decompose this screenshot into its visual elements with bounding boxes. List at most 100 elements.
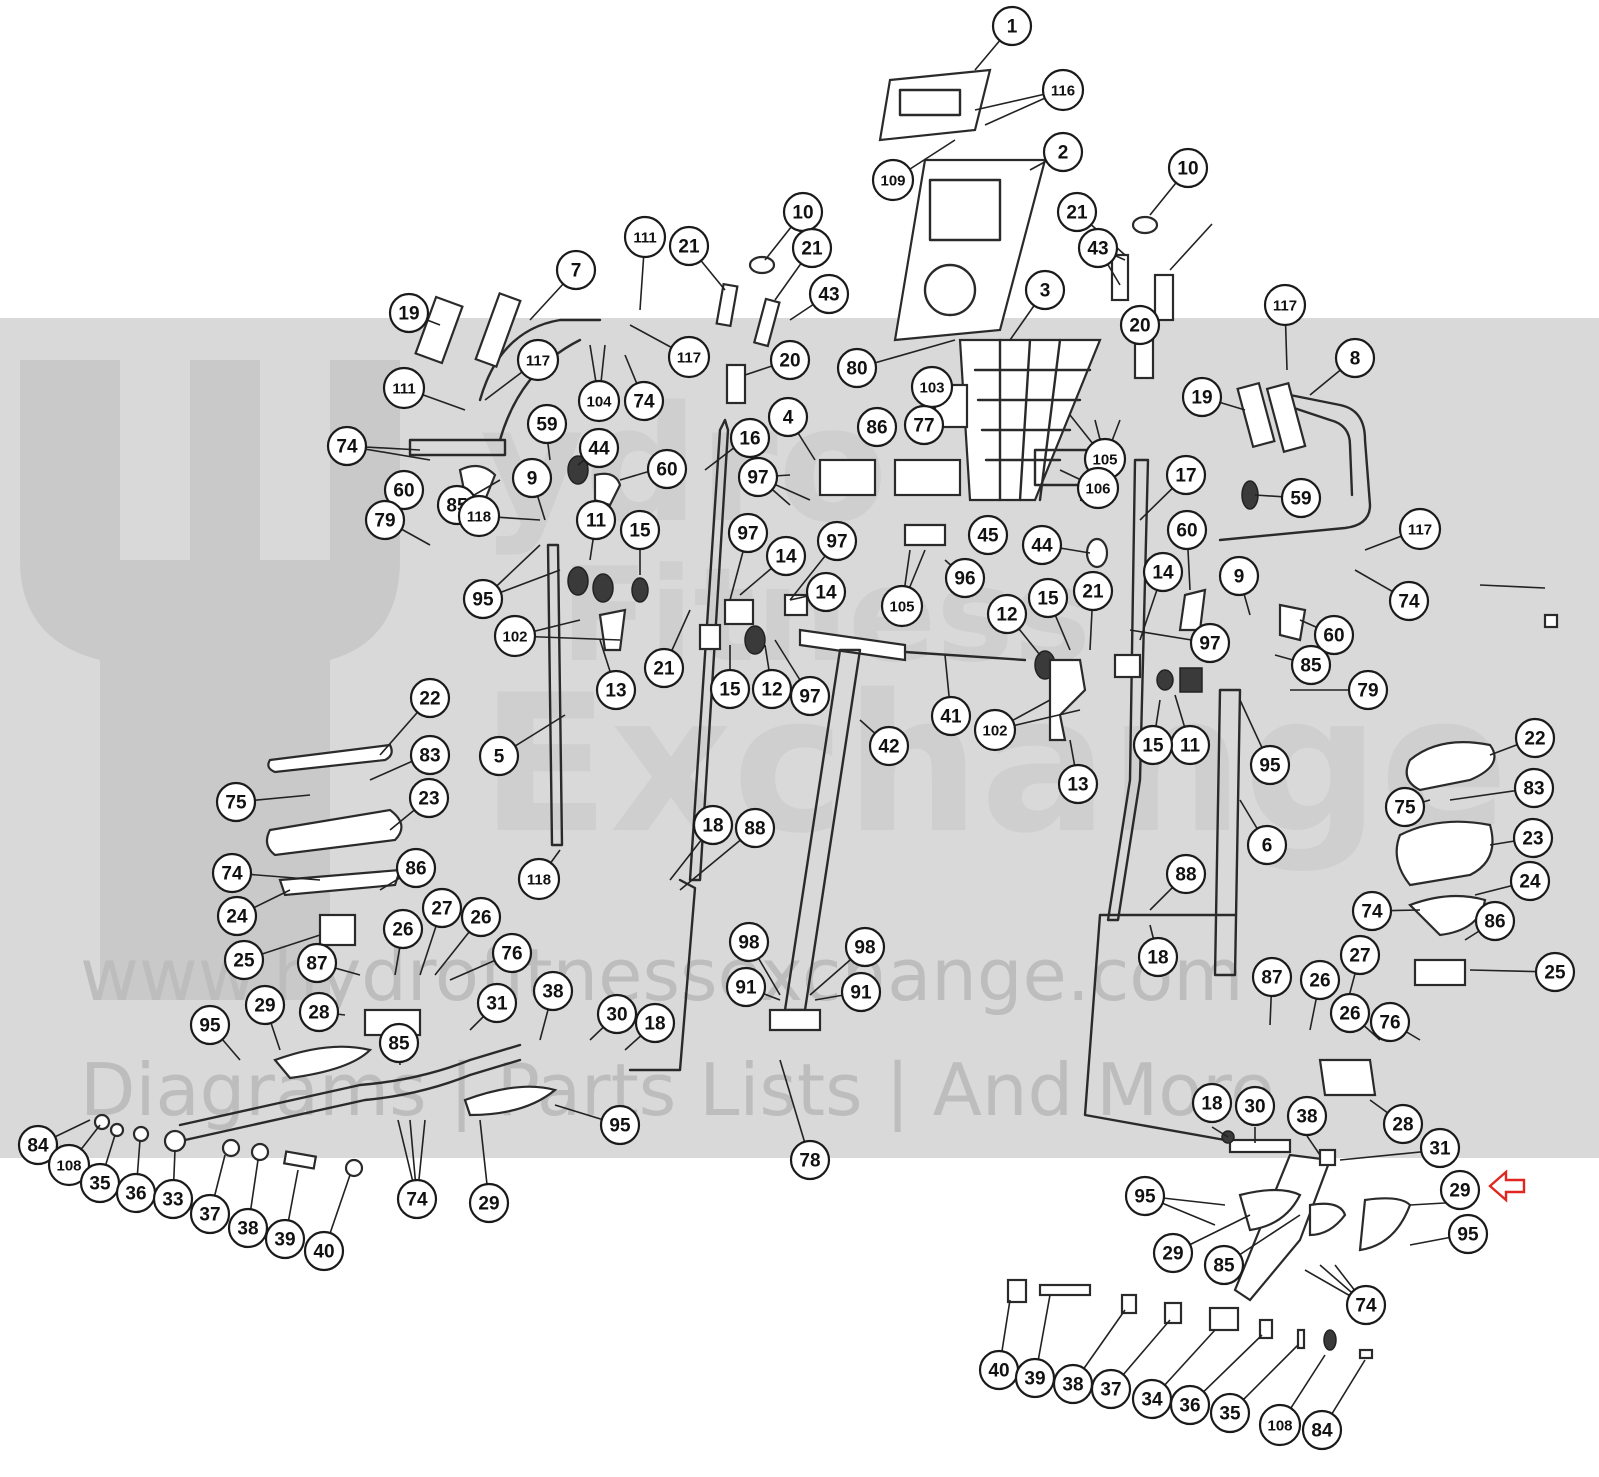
callout-label: 103 xyxy=(919,380,944,397)
callout-label: 29 xyxy=(478,1194,499,1215)
callout-label: 9 xyxy=(1234,567,1245,588)
callout-label: 25 xyxy=(233,951,255,972)
callout-95: 95 xyxy=(462,578,504,620)
callout-circle xyxy=(1534,951,1576,993)
callout-108: 108 xyxy=(1258,1403,1302,1447)
callout-circle xyxy=(791,227,833,269)
callout-3: 3 xyxy=(1024,269,1066,311)
callout-circle xyxy=(1181,376,1223,418)
callout-59: 59 xyxy=(526,403,568,445)
callout-85: 85 xyxy=(1203,1244,1245,1286)
callout-15: 15 xyxy=(1132,724,1174,766)
callout-74: 74 xyxy=(211,852,253,894)
callout-circle xyxy=(1191,1082,1233,1124)
callout-label: 97 xyxy=(737,524,758,545)
callout-label: 84 xyxy=(27,1136,49,1157)
callout-104: 104 xyxy=(577,379,621,423)
callout-83: 83 xyxy=(1513,767,1555,809)
callout-87: 87 xyxy=(296,942,338,984)
callout-11: 11 xyxy=(1169,724,1211,766)
callout-label: 15 xyxy=(1142,736,1164,757)
callout-label: 12 xyxy=(996,605,1017,626)
callout-79: 79 xyxy=(1347,669,1389,711)
pointer-arrow xyxy=(1488,1169,1526,1203)
callout-95: 95 xyxy=(1124,1175,1166,1217)
callout-78: 78 xyxy=(789,1139,831,1181)
callout-circle xyxy=(737,456,779,498)
callout-label: 85 xyxy=(1213,1256,1235,1277)
callout-circle xyxy=(364,499,406,541)
callout-117: 117 xyxy=(1263,283,1307,327)
right-frame xyxy=(1083,913,1237,1142)
callout-label: 97 xyxy=(747,468,768,489)
callout-label: 9 xyxy=(527,469,538,490)
callout-circle xyxy=(1249,744,1291,786)
callout-label: 18 xyxy=(1147,948,1168,969)
callout-74: 74 xyxy=(396,1178,438,1220)
callout-9: 9 xyxy=(511,457,553,499)
callout-label: 10 xyxy=(792,203,813,224)
callout-label: 21 xyxy=(1066,203,1088,224)
callout-118: 118 xyxy=(457,494,501,538)
callout-label: 106 xyxy=(1085,481,1110,498)
callout-label: 10 xyxy=(1177,159,1198,180)
callout-circle xyxy=(1351,890,1393,932)
callout-label: 88 xyxy=(1175,865,1196,886)
callout-circle xyxy=(378,1022,420,1064)
callout-label: 12 xyxy=(761,680,782,701)
callout-109: 109 xyxy=(871,158,915,202)
callout-circle xyxy=(1419,1127,1461,1169)
callout-41: 41 xyxy=(930,695,972,737)
callout-label: 26 xyxy=(470,908,491,929)
callout-label: 23 xyxy=(1522,829,1543,850)
callout-circle xyxy=(1474,900,1516,942)
callout-21: 21 xyxy=(1056,191,1098,233)
callout-label: 60 xyxy=(393,481,414,502)
callout-label: 18 xyxy=(1201,1094,1222,1115)
callout-circle xyxy=(1246,824,1288,866)
callout-label: 6 xyxy=(1262,836,1273,857)
callout-circle xyxy=(729,417,771,459)
callout-38: 38 xyxy=(532,970,574,1012)
callout-label: 38 xyxy=(237,1219,258,1240)
callout-label: 118 xyxy=(527,872,551,889)
callout-label: 97 xyxy=(1199,634,1220,655)
callout-circle xyxy=(930,695,972,737)
callout-label: 86 xyxy=(866,418,887,439)
callout-40: 40 xyxy=(978,1349,1020,1391)
callout-label: 8 xyxy=(1350,349,1361,370)
callout-label: 36 xyxy=(125,1184,146,1205)
callout-circle xyxy=(1299,959,1341,1001)
callout-84: 84 xyxy=(1301,1409,1343,1451)
callout-label: 105 xyxy=(889,599,914,616)
callout-label: 83 xyxy=(419,746,440,767)
callout-29: 29 xyxy=(244,984,286,1026)
callout-circle xyxy=(189,1004,231,1046)
callout-circle xyxy=(1119,304,1161,346)
callout-label: 76 xyxy=(1379,1013,1400,1034)
callout-105: 105 xyxy=(880,584,924,628)
callout-circle xyxy=(1167,147,1209,189)
callout-label: 38 xyxy=(1296,1107,1317,1128)
callout-circle xyxy=(789,1139,831,1181)
callout-circle xyxy=(409,734,451,776)
callout-25: 25 xyxy=(1534,951,1576,993)
callout-circle xyxy=(395,847,437,889)
callout-circle xyxy=(382,908,424,950)
callout-18: 18 xyxy=(1137,936,1179,978)
callout-20: 20 xyxy=(1119,304,1161,346)
crossbar xyxy=(798,628,907,662)
callout-circle xyxy=(1347,669,1389,711)
callout-circle xyxy=(1072,570,1114,612)
callout-label: 74 xyxy=(1398,592,1420,613)
callout-circle xyxy=(1042,131,1084,173)
callout-27: 27 xyxy=(1339,934,1381,976)
callout-36: 36 xyxy=(1169,1384,1211,1426)
callout-circle xyxy=(668,225,710,267)
callout-label: 33 xyxy=(162,1190,183,1211)
callout-circle xyxy=(595,669,637,711)
callout-circle xyxy=(1189,622,1231,664)
callout-label: 117 xyxy=(677,350,701,367)
callout-circle xyxy=(991,5,1033,47)
callout-circle xyxy=(623,380,665,422)
